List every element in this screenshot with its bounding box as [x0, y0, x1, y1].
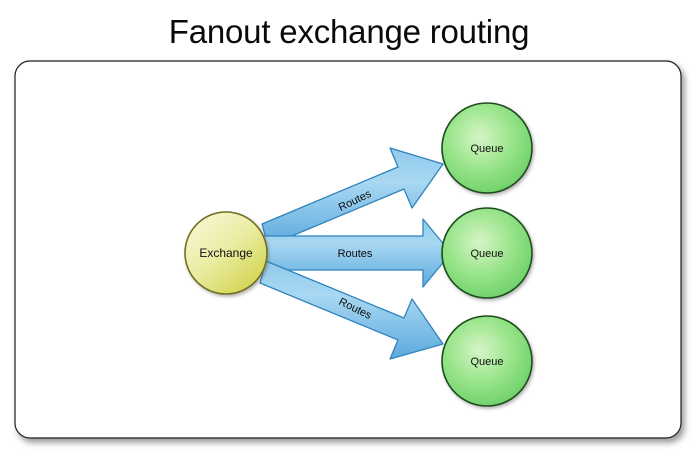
page-title: Fanout exchange routing [168, 13, 530, 50]
queue-top-circle [441, 102, 533, 194]
queue-middle-label: Queue [470, 248, 503, 260]
node-queue-top[interactable]: Queue [441, 102, 533, 194]
queue-middle-circle [441, 207, 533, 299]
queue-top-label: Queue [470, 143, 503, 155]
queue-bottom-circle [441, 315, 533, 407]
edge-bottom-arrow [259, 260, 444, 360]
edge-middle-label: Routes [338, 248, 373, 260]
edge-middle-arrow [263, 218, 452, 288]
node-queue-middle[interactable]: Queue [441, 207, 533, 299]
exchange-circle [184, 211, 268, 295]
node-exchange[interactable]: Exchange [184, 211, 268, 295]
exchange-label: Exchange [199, 246, 253, 260]
queue-bottom-label: Queue [470, 356, 503, 368]
node-queue-bottom[interactable]: Queue [441, 315, 533, 407]
